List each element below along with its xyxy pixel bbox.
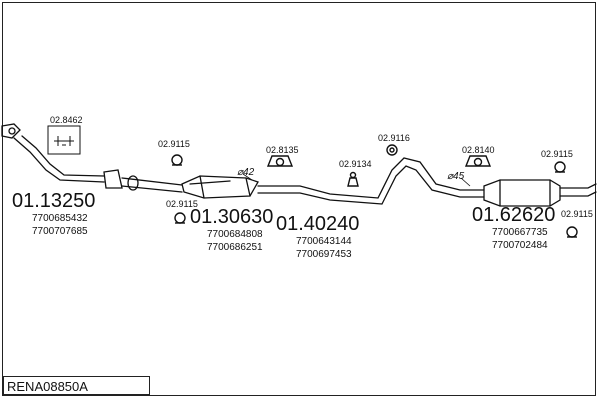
kit-label: 02.8462 — [50, 115, 83, 125]
part-ref: 7700685432 — [32, 213, 88, 224]
part-ref: 7700697453 — [296, 249, 352, 260]
connector-pipe — [121, 175, 183, 193]
bracket-icon-6 — [464, 155, 492, 167]
bracket-icon-3 — [266, 155, 294, 167]
part-number-1: 01.13250 — [12, 190, 96, 212]
hardware-label-1: 02.9115 — [158, 139, 190, 149]
part-ref: 7700643144 — [296, 236, 352, 247]
hardware-label-7: 02.9115 — [541, 149, 573, 159]
part-number-4: 01.62620 — [472, 204, 556, 226]
middle-pipe-01-40240 — [257, 157, 485, 205]
part-refs-3: 7700643144 7700697453 — [296, 235, 352, 261]
diameter-leaders — [242, 173, 471, 187]
diagram-frame — [2, 2, 596, 396]
clamp-icon-5 — [386, 144, 398, 156]
diameter-label-2: ⌀45 — [447, 171, 465, 182]
part-refs-2: 7700684808 7700686251 — [207, 228, 263, 254]
kit-box-icon — [47, 125, 81, 155]
part-refs-4: 7700667735 7700702484 — [492, 226, 548, 252]
hanger-icon-8 — [566, 226, 578, 238]
part-ref: 7700707685 — [32, 226, 88, 237]
part-refs-1: 7700685432 7700707685 — [32, 212, 88, 238]
middle-silencer-01-30630 — [181, 175, 259, 199]
hardware-label-8: 02.9115 — [561, 209, 593, 219]
diagram-reference-box: RENA08850A — [3, 376, 150, 395]
part-ref: 7700686251 — [207, 242, 263, 253]
part-number-3: 01.40240 — [276, 213, 360, 235]
hardware-label-6: 02.8140 — [462, 145, 495, 155]
clamp-icon-4 — [347, 171, 359, 187]
rear-silencer-01-62620 — [483, 179, 597, 207]
bracket-icons — [266, 144, 492, 187]
hanger-icons — [171, 154, 578, 238]
diameter-label-1: ⌀42 — [237, 167, 255, 178]
hardware-label-4: 02.9134 — [339, 159, 372, 169]
hardware-label-5: 02.9116 — [378, 133, 410, 143]
front-pipe-01-13250 — [1, 123, 123, 189]
part-ref: 7700684808 — [207, 229, 263, 240]
hanger-icon-7 — [554, 161, 566, 173]
part-ref: 7700667735 — [492, 227, 548, 238]
hanger-icon-1 — [171, 154, 183, 166]
part-number-2: 01.30630 — [190, 206, 274, 228]
hardware-label-2: 02.9115 — [166, 199, 198, 209]
part-ref: 7700702484 — [492, 240, 548, 251]
hanger-icon-2 — [174, 212, 186, 224]
hardware-label-3: 02.8135 — [266, 145, 299, 155]
